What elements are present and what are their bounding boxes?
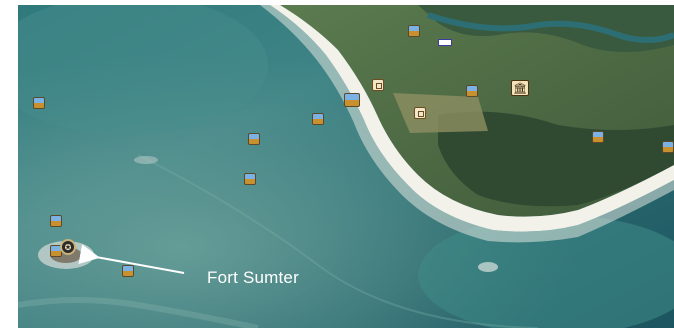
- beach-shoreline: [270, 5, 674, 232]
- wave-break: [134, 156, 158, 164]
- landmark-marker[interactable]: [372, 79, 384, 91]
- satellite-map[interactable]: 🏛 ✪ Fort Sumter: [18, 5, 674, 328]
- photo-marker[interactable]: [50, 215, 62, 227]
- tidal-creek: [427, 12, 674, 43]
- museum-icon: 🏛: [513, 81, 527, 95]
- fort-marker[interactable]: ✪: [60, 239, 76, 255]
- marsh-area: [418, 5, 674, 53]
- photo-marker[interactable]: [344, 93, 360, 107]
- photo-marker[interactable]: [248, 133, 260, 145]
- callout-arrow: [78, 244, 185, 274]
- photo-marker[interactable]: [466, 85, 478, 97]
- photo-marker[interactable]: [244, 173, 256, 185]
- photo-marker[interactable]: [408, 25, 420, 37]
- open-field: [393, 93, 488, 133]
- wave-break: [478, 262, 498, 272]
- fort-sumter-label: Fort Sumter: [207, 268, 299, 287]
- forest-area: [438, 111, 674, 207]
- photo-marker[interactable]: [312, 113, 324, 125]
- current-streak: [137, 154, 539, 328]
- shallow-area: [18, 5, 268, 135]
- photo-marker[interactable]: [33, 97, 45, 109]
- map-imagery: [18, 5, 674, 328]
- shallow-area: [418, 215, 674, 328]
- photo-marker[interactable]: [592, 131, 604, 143]
- landmark-marker[interactable]: [414, 107, 426, 119]
- museum-marker[interactable]: 🏛: [511, 80, 529, 96]
- road-sign-marker[interactable]: [438, 39, 452, 46]
- fort-icon: ✪: [64, 242, 72, 252]
- photo-marker[interactable]: [122, 265, 134, 277]
- current-streak: [18, 297, 259, 328]
